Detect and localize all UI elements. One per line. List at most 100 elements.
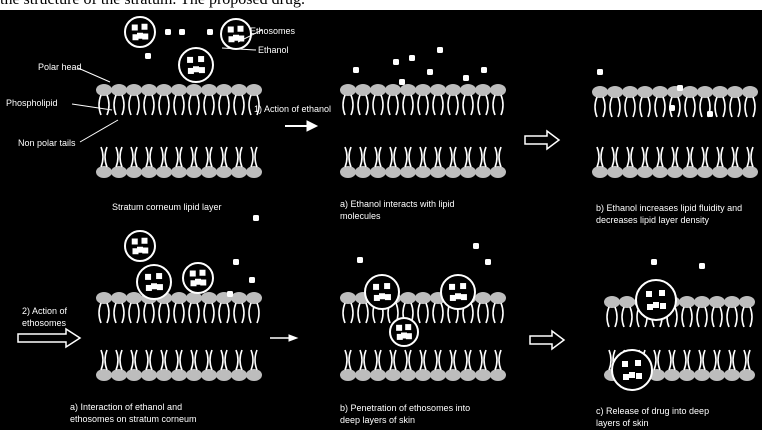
lipid-head — [727, 86, 743, 98]
lipid-tail — [697, 307, 707, 327]
drug-particle — [142, 34, 148, 40]
lipid-head — [126, 292, 142, 304]
ethosome-10 — [636, 280, 676, 320]
drug-particle — [653, 302, 659, 308]
lipid-head — [126, 84, 142, 96]
lipid-tail — [742, 307, 752, 327]
bilayer-panel-2a — [96, 292, 262, 381]
lipid-tail — [435, 350, 441, 370]
lipid-head — [607, 86, 623, 98]
lipid-tail — [450, 350, 456, 370]
lipid-head — [460, 166, 476, 178]
vesicle-membrane — [125, 17, 155, 47]
lipid-head — [355, 84, 371, 96]
label-action-ethosomes-1: 2) Action of — [22, 306, 68, 316]
lipid-tail — [405, 350, 411, 370]
drug-particle — [385, 294, 391, 300]
drug-particle — [460, 283, 466, 289]
lipid-tail — [116, 350, 122, 370]
lipid-tail — [595, 97, 605, 117]
lipid-tail — [176, 350, 182, 370]
lipid-tail — [159, 95, 169, 115]
ethosome-1 — [125, 17, 155, 47]
lipid-tail — [450, 147, 456, 167]
lipid-head — [694, 296, 710, 308]
lipid-head — [475, 369, 491, 381]
lipid-tail — [345, 147, 351, 167]
lipid-tail — [131, 147, 137, 167]
lipid-head — [370, 166, 386, 178]
lipid-head — [216, 369, 232, 381]
lipid-tail — [744, 350, 750, 370]
ethanol-molecule — [353, 67, 359, 73]
lipid-head — [637, 86, 653, 98]
lipid-tail — [403, 95, 413, 115]
lipid-head — [637, 166, 653, 178]
lipid-tail — [495, 350, 501, 370]
lipid-head — [592, 86, 608, 98]
lipid-head — [370, 84, 386, 96]
ethanol-molecule — [399, 79, 405, 85]
drug-particle — [198, 56, 204, 62]
panel-caption-2b: decreases lipid layer density — [596, 215, 710, 225]
lipid-tail — [234, 303, 244, 323]
caption-text: the structure of the stratum. The propos… — [0, 0, 305, 8]
lipid-tail — [405, 147, 411, 167]
lipid-head — [111, 369, 127, 381]
lipid-tail — [101, 350, 107, 370]
lipid-head — [246, 84, 262, 96]
lipid-tail — [480, 350, 486, 370]
lipid-tail — [672, 147, 678, 167]
lipid-tail — [655, 97, 665, 117]
lipid-head — [604, 296, 620, 308]
lipid-head — [652, 166, 668, 178]
lipid-tail — [343, 95, 353, 115]
vesicle-membrane — [612, 350, 652, 390]
lipid-tail — [745, 97, 755, 117]
ethosome-2 — [221, 19, 251, 49]
lipid-head — [415, 292, 431, 304]
lipid-tail — [221, 350, 227, 370]
lipid-tail — [627, 147, 633, 167]
drug-particle — [659, 290, 665, 296]
lipid-head — [490, 166, 506, 178]
lipid-head — [355, 369, 371, 381]
vesicle-membrane — [183, 263, 213, 293]
lipid-tail — [161, 147, 167, 167]
drug-particle — [157, 284, 163, 290]
lipid-head — [400, 166, 416, 178]
lipid-head — [201, 84, 217, 96]
lipid-tail — [729, 350, 735, 370]
lipid-head — [475, 84, 491, 96]
lipid-tail — [654, 350, 660, 370]
ethanol-molecule — [393, 59, 399, 65]
lipid-head — [712, 166, 728, 178]
drug-particle — [187, 57, 193, 63]
ethosome-mechanism-diagram: Ethosomes Ethanol Polar head Phospholipi… — [0, 10, 762, 430]
lipid-tail — [114, 303, 124, 323]
panel-caption-4b: deep layers of skin — [340, 415, 415, 425]
lipid-head — [724, 369, 740, 381]
vesicle-membrane — [221, 19, 251, 49]
lipid-head — [186, 84, 202, 96]
lipid-tail — [358, 303, 368, 323]
label-non-polar-tails: Non polar tails — [18, 138, 76, 148]
lipid-tail — [101, 147, 107, 167]
lipid-head — [111, 292, 127, 304]
lipid-tail — [114, 95, 124, 115]
lipid-tail — [221, 147, 227, 167]
lipid-head — [742, 166, 758, 178]
ethanol-molecule — [145, 53, 151, 59]
lipid-head — [490, 292, 506, 304]
ethanol-molecule — [707, 111, 713, 117]
ethanol-molecule — [651, 259, 657, 265]
lipid-head — [607, 166, 623, 178]
panel-caption-3b: ethosomes on stratum corneum — [70, 414, 197, 424]
ethanol-molecule — [427, 69, 433, 75]
bilayer-panel-2b — [340, 292, 506, 381]
ethanol-molecule — [597, 69, 603, 75]
lipid-head — [415, 166, 431, 178]
lipid-tail — [640, 97, 650, 117]
panel-caption-3a: a) Interaction of ethanol and — [70, 402, 182, 412]
